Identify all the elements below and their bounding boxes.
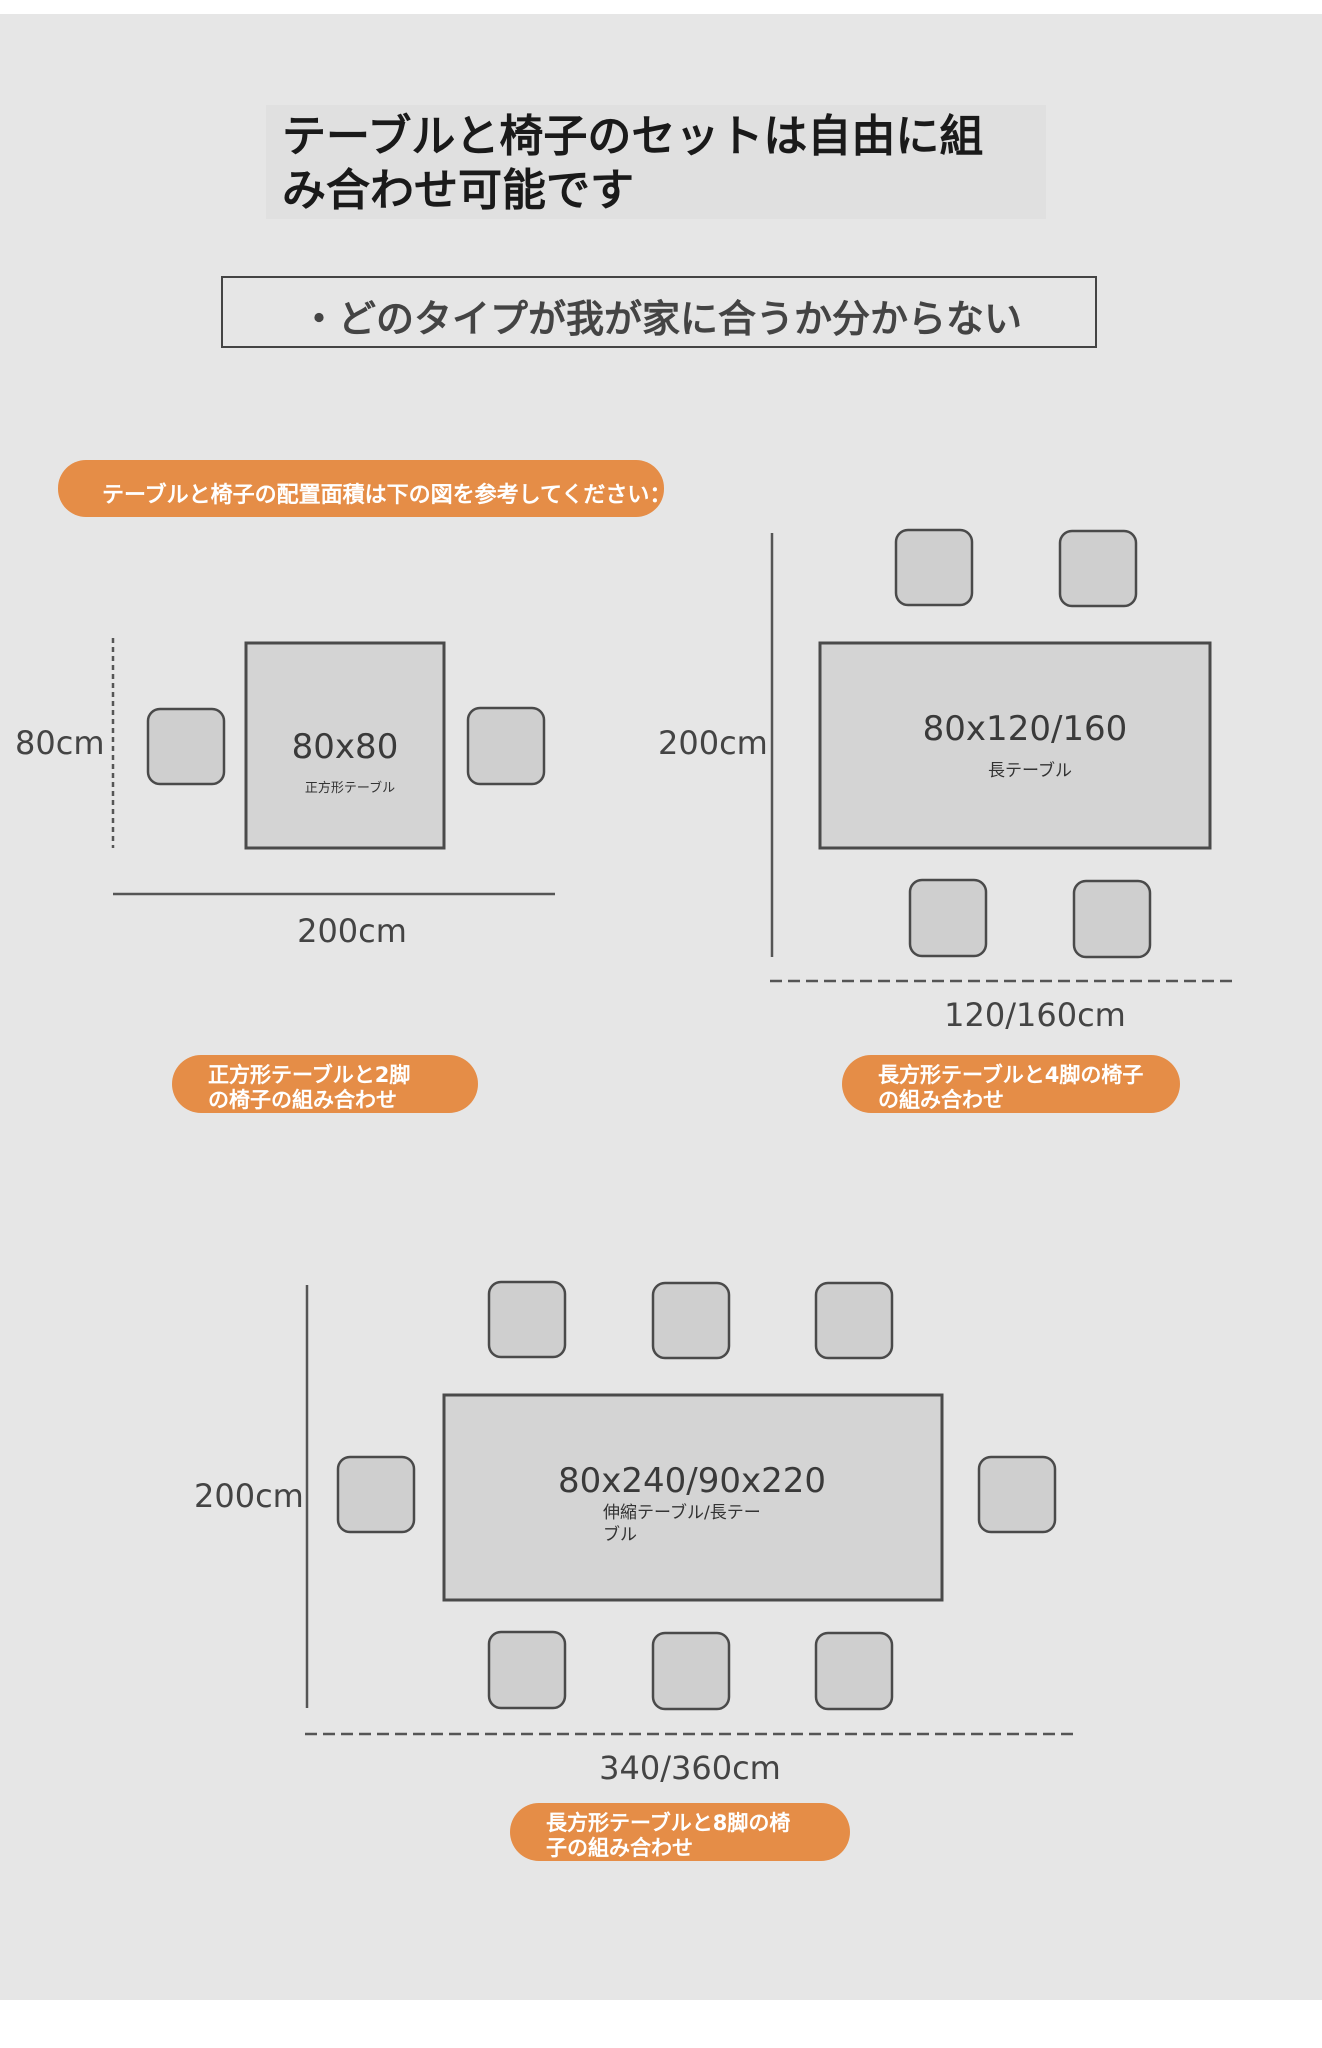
square-table bbox=[244, 641, 446, 850]
width-dimension-label: 340/360cm bbox=[599, 1749, 781, 1787]
chair bbox=[651, 1281, 731, 1360]
chair bbox=[894, 528, 974, 607]
chair bbox=[466, 706, 546, 786]
width-dimension-label: 120/160cm bbox=[944, 996, 1126, 1034]
chair bbox=[336, 1455, 416, 1534]
chair bbox=[1058, 529, 1138, 608]
table-type-label: 長テーブル bbox=[988, 760, 1072, 781]
chair bbox=[146, 707, 226, 786]
caption-line-2: 子の組み合わせ bbox=[546, 1836, 693, 1860]
subtitle-frame bbox=[221, 276, 1097, 348]
rectangular-table bbox=[818, 641, 1212, 850]
page-title: テーブルと椅子のセットは自由に組 み合わせ可能です bbox=[282, 110, 1042, 218]
table-size-label: 80x120/160 bbox=[923, 709, 1128, 749]
title-line-2: み合わせ可能です bbox=[282, 165, 634, 216]
layout-square: 80cm 80x80 正方形テーブル 200cm bbox=[15, 638, 555, 950]
chair bbox=[814, 1281, 894, 1360]
table-size-label: 80x240/90x220 bbox=[558, 1461, 826, 1501]
chair bbox=[1072, 879, 1152, 959]
caption-line-1: 長方形テーブルと8脚の椅 bbox=[546, 1811, 791, 1835]
table-type-label-line-2: ブル bbox=[603, 1524, 637, 1545]
height-dimension-label: 80cm bbox=[15, 724, 104, 762]
layout-rectangle-8: 200cm 80x240/90x220 伸縮テーブル/長テー ブル 340/36… bbox=[194, 1280, 1078, 1787]
chair bbox=[487, 1630, 567, 1710]
chair bbox=[487, 1280, 567, 1359]
caption-line-2: の椅子の組み合わせ bbox=[208, 1088, 397, 1112]
layout-rectangle-4: 200cm 80x120/160 長テーブル 120/160cm bbox=[658, 528, 1238, 1034]
chair bbox=[814, 1631, 894, 1711]
caption-pill-rectangle-8: 長方形テーブルと8脚の椅 子の組み合わせ bbox=[510, 1803, 850, 1861]
chair bbox=[977, 1455, 1057, 1534]
caption-line-2: の組み合わせ bbox=[878, 1088, 1004, 1112]
width-dimension-label: 200cm bbox=[297, 912, 407, 950]
chair bbox=[908, 878, 988, 958]
subtitle: ・どのタイプが我が家に合うか分からない bbox=[300, 297, 1023, 341]
caption-pill-rectangle-4: 長方形テーブルと4脚の椅子 の組み合わせ bbox=[842, 1055, 1180, 1113]
reference-note-pill: テーブルと椅子の配置面積は下の図を参考してください： bbox=[58, 460, 671, 517]
title-banner bbox=[266, 105, 1046, 219]
chair bbox=[651, 1631, 731, 1711]
extendable-table bbox=[442, 1393, 944, 1602]
table-size-label: 80x80 bbox=[292, 727, 399, 767]
height-dimension-label: 200cm bbox=[194, 1477, 304, 1515]
table-type-label-line-1: 伸縮テーブル/長テー bbox=[603, 1502, 761, 1523]
table-type-label: 正方形テーブル bbox=[305, 780, 395, 796]
caption-line-1: 長方形テーブルと4脚の椅子 bbox=[878, 1063, 1144, 1087]
caption-pill-square: 正方形テーブルと2脚 の椅子の組み合わせ bbox=[172, 1055, 478, 1113]
caption-line-1: 正方形テーブルと2脚 bbox=[208, 1063, 411, 1087]
height-dimension-label: 200cm bbox=[658, 724, 768, 762]
title-line-1: テーブルと椅子のセットは自由に組 bbox=[282, 111, 984, 162]
